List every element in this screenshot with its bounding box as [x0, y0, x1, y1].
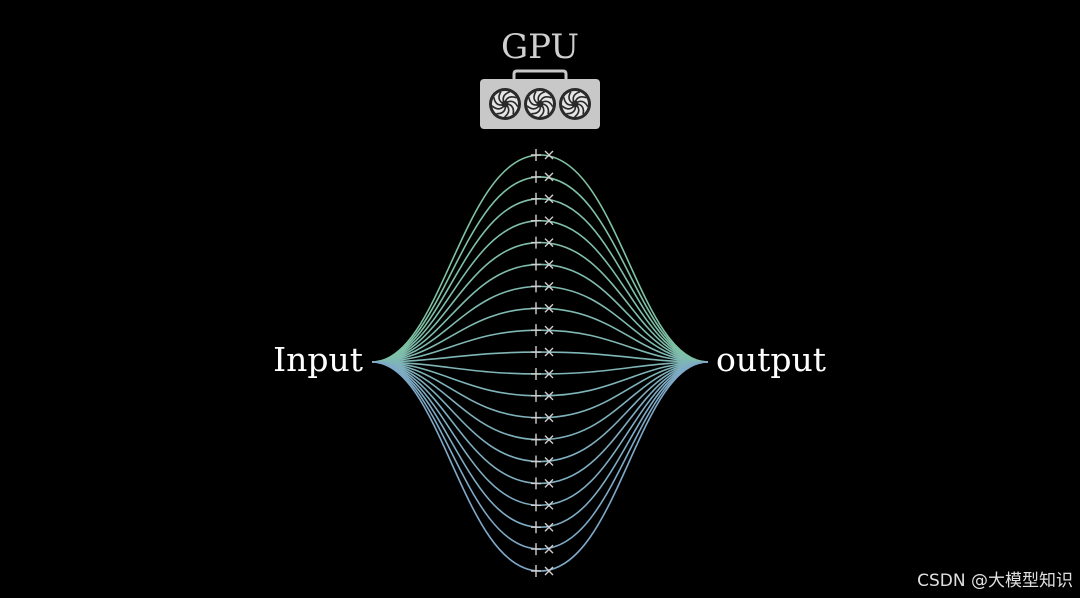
parallel-path	[371, 351, 709, 363]
fan-icon	[524, 88, 556, 120]
add-op-marker	[531, 411, 541, 424]
add-op-marker	[531, 346, 541, 359]
parallel-path	[371, 361, 709, 485]
multiply-op-marker	[544, 566, 554, 576]
multiply-op-marker	[544, 238, 554, 248]
multiply-op-marker	[544, 325, 554, 335]
add-op-marker	[531, 521, 541, 534]
multiply-op-marker	[544, 369, 554, 379]
add-op-marker	[531, 367, 541, 380]
add-op-marker	[531, 302, 541, 315]
watermark: CSDN @大模型知识	[917, 571, 1073, 591]
gpu-bracket	[512, 69, 568, 80]
add-op-marker	[531, 192, 541, 205]
add-op-marker	[531, 149, 541, 161]
multiply-op-marker	[544, 457, 554, 467]
gpu-card-icon	[480, 69, 600, 129]
add-op-marker	[531, 455, 541, 468]
add-op-marker	[531, 170, 541, 183]
multiply-op-marker	[544, 172, 554, 182]
multiply-op-marker	[544, 150, 554, 160]
multiply-op-marker	[544, 500, 554, 510]
add-op-marker	[531, 499, 541, 512]
add-op-marker	[531, 236, 541, 249]
multiply-op-marker	[544, 216, 554, 226]
add-op-marker	[531, 280, 541, 293]
input-label: Input	[273, 340, 363, 379]
add-op-marker	[531, 565, 541, 577]
operation-markers	[531, 149, 554, 577]
add-op-marker	[531, 389, 541, 402]
fan-icon	[489, 88, 521, 120]
parallel-path	[371, 241, 709, 363]
gpu-label: GPU	[501, 27, 579, 67]
output-label: output	[716, 340, 826, 379]
multiply-op-marker	[544, 281, 554, 291]
multiply-op-marker	[544, 303, 554, 313]
multiply-op-marker	[544, 413, 554, 423]
multiply-op-marker	[544, 194, 554, 204]
multiply-op-marker	[544, 347, 554, 357]
add-op-marker	[531, 214, 541, 227]
parallel-path	[371, 361, 709, 572]
multiply-op-marker	[544, 259, 554, 269]
add-op-marker	[531, 433, 541, 446]
add-op-marker	[531, 258, 541, 271]
multiply-op-marker	[544, 522, 554, 532]
parallel-path	[371, 307, 709, 363]
add-op-marker	[531, 543, 541, 556]
multiply-op-marker	[544, 544, 554, 554]
add-op-marker	[531, 477, 541, 490]
fan-icon	[559, 88, 591, 120]
parallel-paths	[371, 154, 709, 572]
multiply-op-marker	[544, 435, 554, 445]
multiply-op-marker	[544, 478, 554, 488]
multiply-op-marker	[544, 391, 554, 401]
add-op-marker	[531, 324, 541, 337]
